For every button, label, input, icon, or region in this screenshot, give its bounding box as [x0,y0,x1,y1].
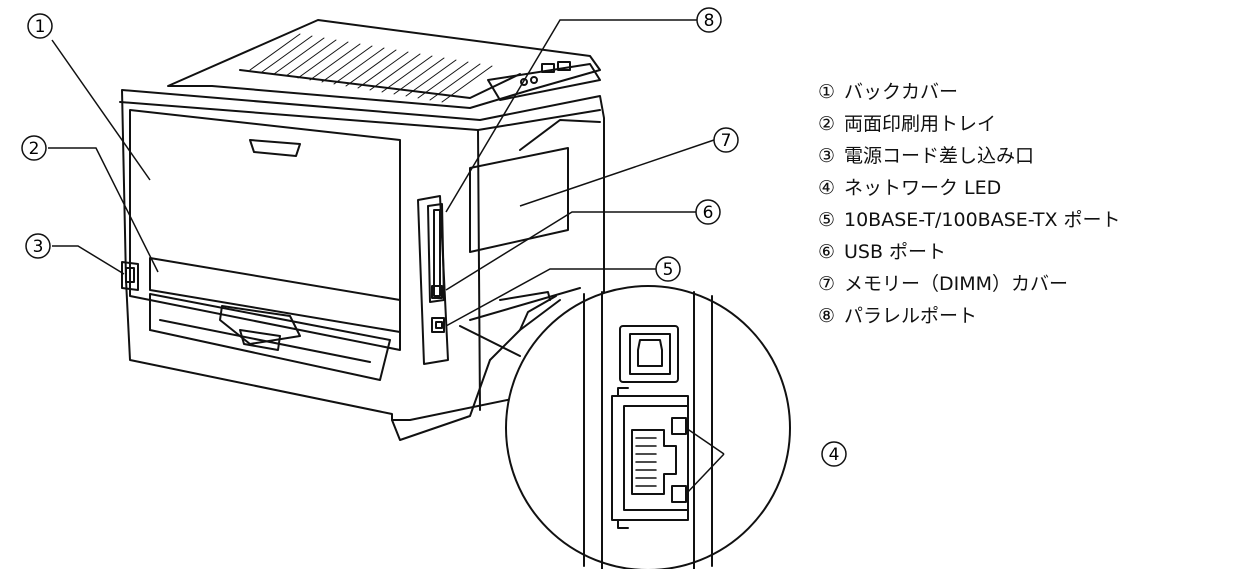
inset-ethernet-port [611,387,689,529]
legend-label: バックカバー [844,81,959,103]
parts-legend: ① バックカバー ② 両面印刷用トレイ ③ 電源コード差し込み口 ④ ネットワーク LE… [818,76,1121,332]
callout-6: 6 [695,199,721,225]
back-cover-handle [249,139,301,157]
legend-label: パラレルポート [844,305,978,327]
callout-8: 8 [696,7,722,33]
leader-lines [48,19,725,495]
power-socket [121,261,139,291]
legend-number: ⑤ [818,209,836,231]
callout-5-number: 5 [663,260,674,280]
inset-lens [459,285,791,569]
legend-item-ethernet-port: ⑤ 10BASE-T/100BASE-TX ポート [818,204,1121,236]
callout-7: 7 [713,127,739,153]
callout-2: 2 [21,135,47,161]
callout-8-number: 8 [704,11,715,31]
callout-4: 4 [821,441,847,467]
callout-3-number: 3 [33,237,44,257]
legend-item-duplex-tray: ② 両面印刷用トレイ [818,108,1121,140]
legend-item-dimm-cover: ⑦ メモリー（DIMM）カバー [818,268,1121,300]
callout-2-number: 2 [29,139,40,159]
dimm-cover [469,147,569,253]
callout-6-number: 6 [703,203,714,223]
callout-7-number: 7 [721,131,732,151]
top-output-tray [167,19,601,109]
control-panel [487,61,601,101]
legend-number: ① [818,81,836,103]
duplex-tray [149,257,401,381]
interface-panel [417,195,449,365]
printer-body [121,89,605,421]
callout-4-number: 4 [829,445,840,465]
callout-5: 5 [655,256,681,282]
legend-item-usb-port: ⑥ USB ポート [818,236,1121,268]
callout-3: 3 [25,233,51,259]
callouts: 1 2 3 4 5 6 7 8 [21,7,847,467]
legend-number: ② [818,113,836,135]
legend-item-power-socket: ③ 電源コード差し込み口 [818,140,1121,172]
legend-label: メモリー（DIMM）カバー [844,273,1069,295]
legend-label: USB ポート [844,241,947,263]
legend-item-network-led: ④ ネットワーク LED [818,172,1121,204]
callout-1-number: 1 [35,17,46,37]
legend-label: ネットワーク LED [844,177,1002,199]
back-cover [129,109,401,351]
legend-label: 10BASE-T/100BASE-TX ポート [844,209,1121,231]
legend-number: ④ [818,177,836,199]
legend-item-parallel-port: ⑧ パラレルポート [818,300,1121,332]
callout-1: 1 [27,13,53,39]
legend-number: ⑥ [818,241,836,263]
legend-item-back-cover: ① バックカバー [818,76,1121,108]
tray-ribs [249,33,493,103]
legend-label: 電源コード差し込み口 [844,145,1035,167]
inset-usb-port [619,325,679,383]
legend-label: 両面印刷用トレイ [844,113,997,135]
legend-number: ⑦ [818,273,836,295]
legend-number: ③ [818,145,836,167]
legend-number: ⑧ [818,305,836,327]
